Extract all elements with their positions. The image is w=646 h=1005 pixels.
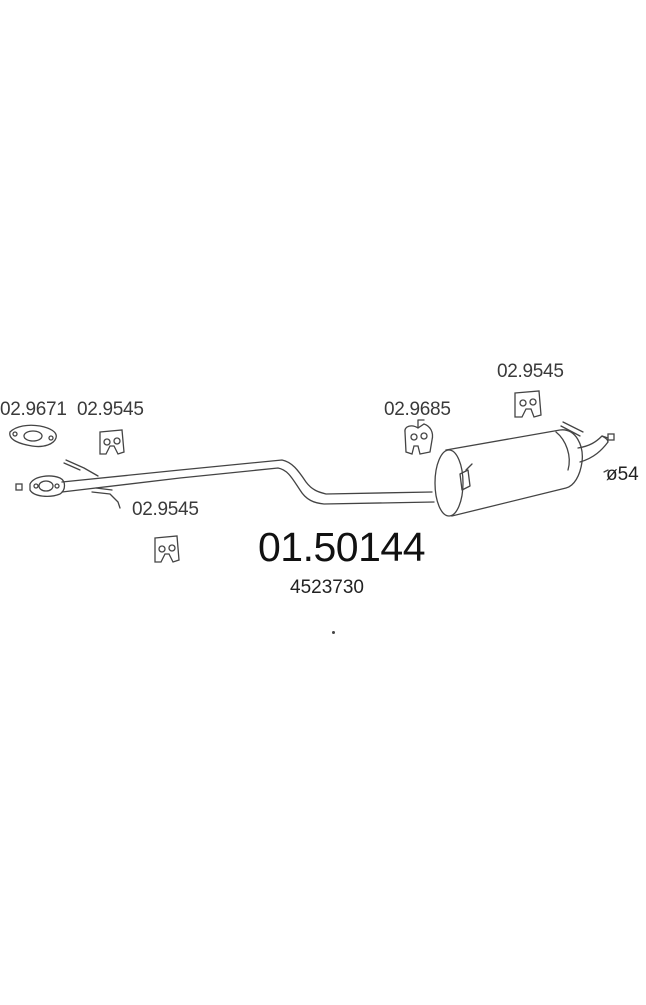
component-label-9671: 02.9671	[0, 399, 67, 420]
component-label-9545-upper-right: 02.9545	[497, 361, 564, 382]
silencer-icon	[434, 429, 583, 517]
diameter-leader	[603, 469, 609, 473]
pipe-lower-wall	[61, 467, 435, 505]
component-label-9685: 02.9685	[384, 399, 451, 420]
oe-number: 4523730	[290, 577, 364, 598]
tailpipe-icon	[560, 421, 609, 463]
part-number: 01.50144	[258, 524, 426, 570]
component-label-9545-lower-left: 02.9545	[132, 499, 199, 520]
hanger-9685-icon	[404, 419, 434, 455]
connection-marker-left-icon	[15, 483, 23, 491]
pipe-flange-icon	[29, 475, 66, 497]
component-label-9545-upper-left: 02.9545	[77, 399, 144, 420]
hanger-lower-left-icon	[154, 535, 180, 563]
hanger-rod-upper-2	[63, 462, 81, 471]
hanger-rod-lower	[91, 491, 121, 509]
pipe-upper-wall	[61, 459, 433, 495]
diameter-label: ø54	[606, 464, 639, 485]
gasket-icon	[9, 424, 57, 448]
hanger-rod-lower-2	[95, 487, 113, 491]
hanger-rod-upper	[65, 459, 99, 477]
hanger-upper-right-icon	[514, 390, 542, 418]
stray-dot	[332, 631, 335, 634]
hanger-upper-left-icon	[99, 429, 125, 455]
connection-marker-right-icon	[607, 433, 615, 441]
